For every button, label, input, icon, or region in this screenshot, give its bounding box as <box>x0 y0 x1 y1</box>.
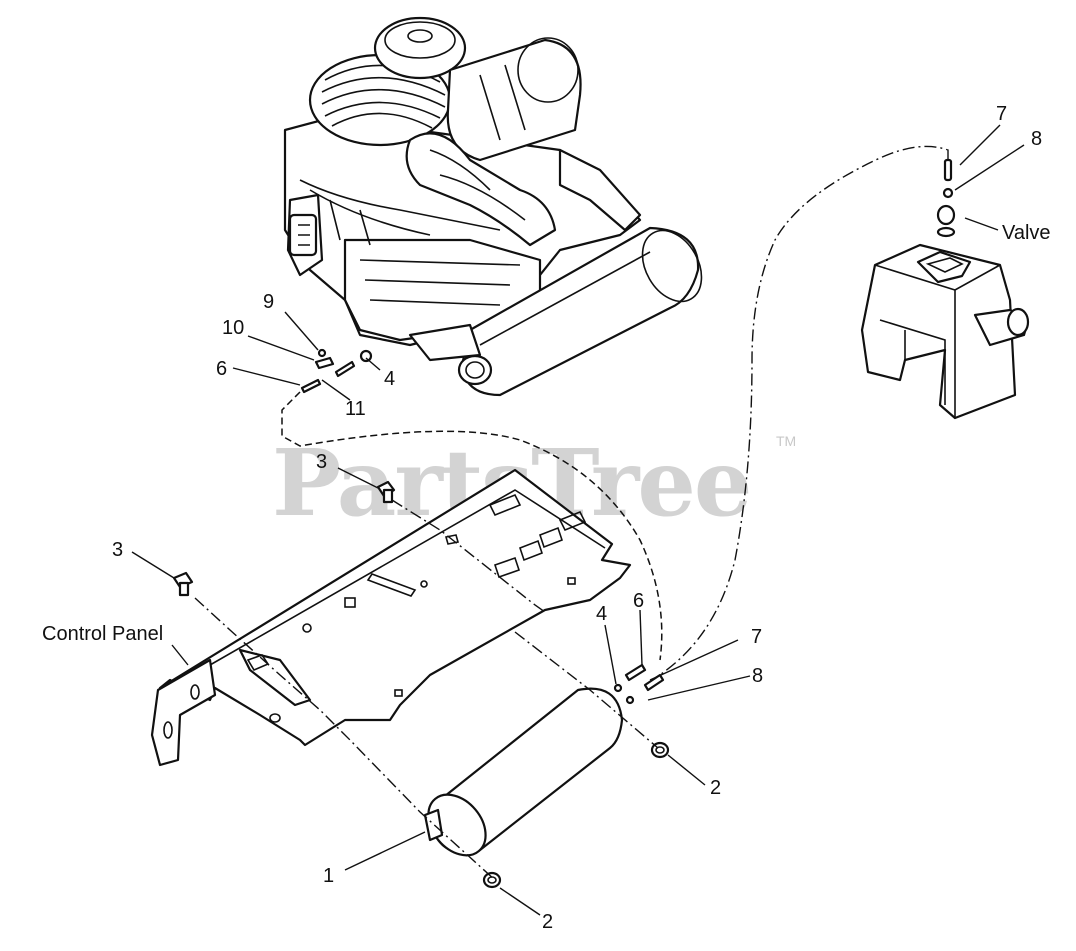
nut-2-lower <box>482 871 502 889</box>
callout-7-canister: 7 <box>751 626 762 648</box>
watermark-trademark: TM <box>776 433 796 449</box>
callout-1: 1 <box>323 865 334 887</box>
callout-8-top: 8 <box>1031 128 1042 150</box>
valve-icon <box>936 204 956 226</box>
label-valve: Valve <box>1002 222 1051 244</box>
callout-11: 11 <box>345 398 366 420</box>
callout-9: 9 <box>263 291 274 313</box>
vent-line-path <box>654 145 949 679</box>
callout-10: 10 <box>222 317 244 339</box>
hose-7-top <box>943 158 953 182</box>
valve-fittings <box>936 158 956 238</box>
callout-2-lower: 2 <box>542 911 553 933</box>
canister-axis <box>514 631 659 749</box>
bolt-3-left <box>172 571 194 597</box>
charcoal-canister-icon <box>423 687 624 857</box>
callout-3-left: 3 <box>112 539 123 561</box>
engine-icon <box>283 16 642 347</box>
muffler-icon <box>408 226 703 397</box>
callout-4-engine: 4 <box>384 368 395 390</box>
callout-3-right: 3 <box>316 451 327 473</box>
fitting-cluster-engine <box>300 348 373 394</box>
callout-4-canister: 4 <box>596 603 607 625</box>
bolt-3-right <box>376 480 396 504</box>
bolt-axis-right <box>391 499 546 613</box>
fuel-hose-path <box>281 391 663 661</box>
fuel-tank-icon <box>860 243 1030 420</box>
callout-7-top: 7 <box>996 103 1007 125</box>
callout-6-engine: 6 <box>216 358 227 380</box>
control-panel-bracket <box>150 468 632 767</box>
fitting-cluster-canister <box>613 663 665 705</box>
label-control-panel: Control Panel <box>42 623 163 645</box>
callout-2-right: 2 <box>710 777 721 799</box>
callout-8-canister: 8 <box>752 665 763 687</box>
bolt-axis-left <box>194 597 496 881</box>
callout-6-canister: 6 <box>633 590 644 612</box>
